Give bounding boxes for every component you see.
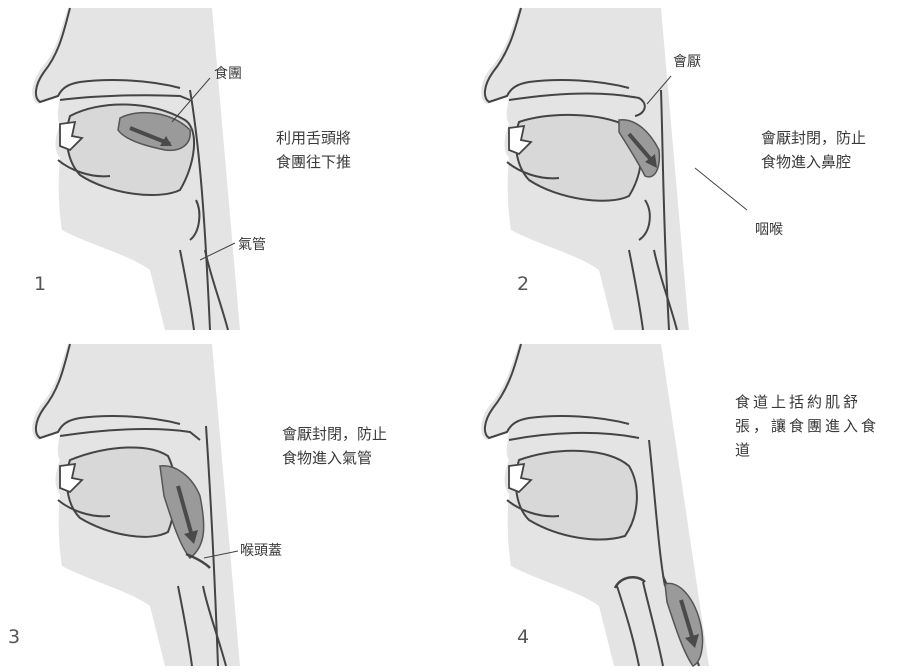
label-trachea: 氣管 xyxy=(238,233,266,257)
caption-line: 食物進入鼻腔 xyxy=(761,150,866,174)
stage-4-anatomy-illustration xyxy=(449,336,898,672)
label-larynx-cover: 喉頭蓋 xyxy=(240,539,282,563)
stage-number: 3 xyxy=(8,626,20,648)
stage-1-panel: 食團 氣管 利用舌頭將 食團往下推 1 xyxy=(0,0,449,336)
caption-line: 食物進入氣管 xyxy=(282,446,387,470)
stage-4-panel: 食道上括約肌舒 張，讓食團進入食 道 4 xyxy=(449,336,898,672)
stage-1-anatomy-illustration xyxy=(0,0,449,336)
stage-number: 1 xyxy=(34,273,46,295)
label-pharynx: 咽喉 xyxy=(755,218,783,242)
caption-line: 食道上括約肌舒 xyxy=(735,390,895,414)
caption-line: 會厭封閉，防止 xyxy=(282,422,387,446)
label-bolus: 食團 xyxy=(214,62,242,86)
stage-1-caption: 利用舌頭將 食團往下推 xyxy=(276,126,351,174)
stage-4-caption: 食道上括約肌舒 張，讓食團進入食 道 xyxy=(735,390,895,462)
stage-2-caption: 會厭封閉，防止 食物進入鼻腔 xyxy=(761,126,866,174)
stage-3-caption: 會厭封閉，防止 食物進入氣管 xyxy=(282,422,387,470)
stage-3-anatomy-illustration xyxy=(0,336,449,672)
stage-number: 2 xyxy=(517,273,529,295)
caption-line: 張，讓食團進入食 xyxy=(735,414,895,438)
caption-line: 會厭封閉，防止 xyxy=(761,126,866,150)
label-epiglottis: 會厭 xyxy=(673,50,701,74)
caption-line: 道 xyxy=(735,438,895,462)
stage-2-panel: 會厭 咽喉 會厭封閉，防止 食物進入鼻腔 2 xyxy=(449,0,898,336)
stage-number: 4 xyxy=(517,626,529,648)
stage-3-panel: 喉頭蓋 會厭封閉，防止 食物進入氣管 3 xyxy=(0,336,449,672)
caption-line: 利用舌頭將 xyxy=(276,126,351,150)
caption-line: 食團往下推 xyxy=(276,150,351,174)
